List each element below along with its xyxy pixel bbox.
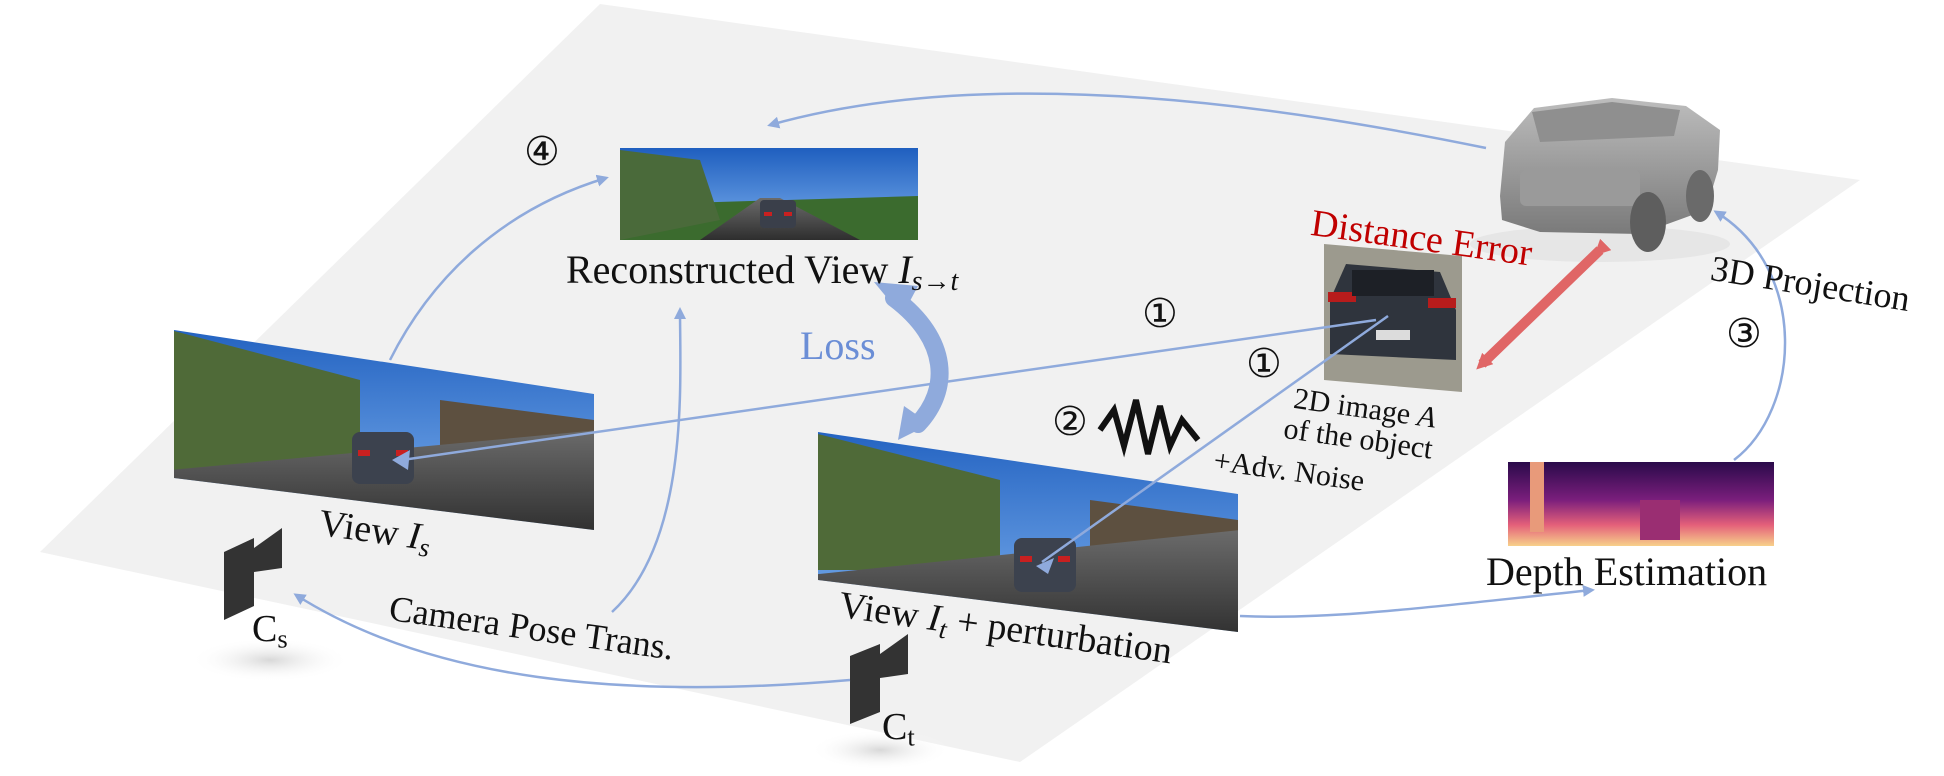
arrow-ct-to-cs [293, 593, 851, 689]
arrow-camera-pose-to-reconstructed [611, 307, 687, 613]
line-image-a-to-view-s [401, 318, 1377, 462]
arrowhead-view-t [1036, 558, 1054, 574]
arrow-view-s-to-reconstructed [388, 174, 609, 361]
camera-t-icon [850, 634, 908, 724]
object-image-a [1324, 244, 1462, 392]
loss-double-arrow [874, 282, 949, 440]
camera-t-subscript: t [907, 721, 915, 752]
distance-error-arrow [1476, 238, 1612, 370]
reconstructed-view-subscript: s→t [911, 266, 959, 297]
camera-s-letter: C [252, 608, 278, 650]
arrow-depth-to-3d [1713, 210, 1787, 461]
step-marker-2: ② [1052, 399, 1088, 445]
arrow-view-t-to-depth [1239, 584, 1595, 618]
camera-s-subscript: s [277, 623, 288, 654]
line-image-a-to-view-t [1041, 314, 1389, 564]
arrow-car-to-reconstructed [767, 92, 1487, 150]
depth-estimation-label: Depth Estimation [1486, 549, 1768, 594]
step-marker-1-upper: ① [1142, 291, 1178, 337]
ground-plane [40, 4, 1860, 762]
camera-s-icon [224, 528, 282, 620]
reconstructed-view-symbol: I [898, 247, 912, 292]
reconstructed-view-image [620, 148, 918, 240]
camera-t-shadow [810, 730, 950, 770]
arrowhead-view-s [392, 450, 410, 470]
step-marker-3: ③ [1726, 311, 1762, 357]
camera-t-label: Ct [882, 708, 915, 750]
camera-t-letter: C [882, 706, 908, 748]
adv-noise-zigzag [1097, 399, 1201, 458]
depth-estimation-image [1508, 462, 1774, 546]
loss-label: Loss [800, 323, 876, 368]
step-marker-4: ④ [524, 129, 560, 175]
reconstructed-view-label: Reconstructed View Is→t [566, 250, 958, 296]
reconstructed-view-text: Reconstructed View [566, 247, 889, 292]
camera-s-label: Cs [252, 610, 288, 652]
car-3d-model [1470, 98, 1730, 262]
camera-s-shadow [190, 638, 350, 682]
step-marker-1-lower: ① [1246, 341, 1282, 387]
